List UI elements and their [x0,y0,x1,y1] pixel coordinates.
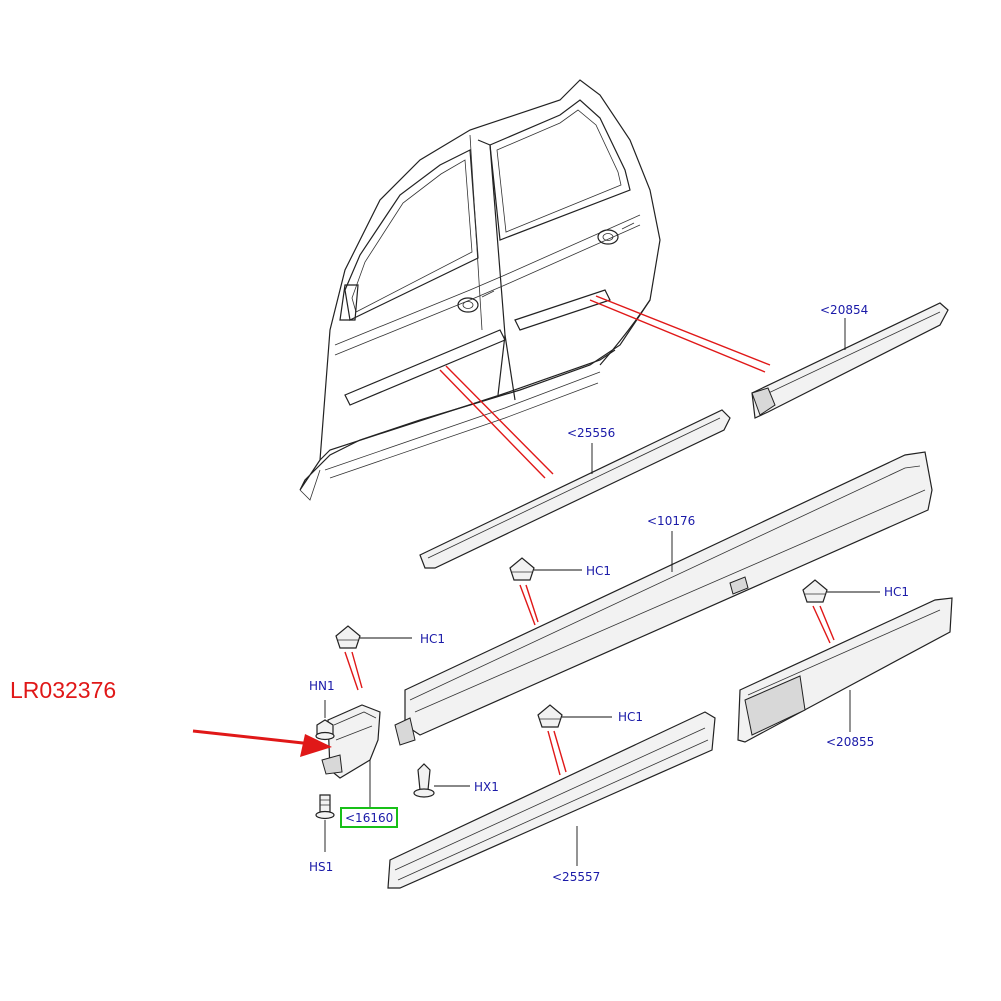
clip-hc1-lower [537,704,563,728]
callout-16160: <16160 [345,811,393,825]
car-body-illustration [299,79,661,501]
callout-25557: <25557 [552,870,600,884]
callout-25556: <25556 [567,426,615,440]
callout-hc1-upper: HC1 [586,564,611,578]
screw-hs1 [315,794,335,820]
leader-red-rear-moulding [589,299,766,373]
part-number: LR032376 [10,677,116,703]
clip-hc1-left [335,625,361,649]
callout-20854: <20854 [820,303,868,317]
sill-panel [394,451,933,746]
callout-hx1: HX1 [474,780,499,794]
rear-door-moulding [751,302,949,419]
leader-red-front-moulding [439,369,546,479]
leader-red-rear-moulding-2 [595,295,771,366]
callout-hc1-rear: HC1 [884,585,909,599]
callout-hc1-left: HC1 [420,632,445,646]
callout-hn1: HN1 [309,679,335,693]
clip-hc1-upper [509,557,535,581]
callout-10176: <10176 [647,514,695,528]
front-door-moulding [419,409,731,569]
callout-20855: <20855 [826,735,874,749]
fastener-hx1 [413,763,435,798]
clip-hc1-rear [802,579,828,603]
red-pointer-arrow [192,729,332,757]
callout-hs1: HS1 [309,860,333,874]
rear-quarter-moulding [737,597,953,743]
leader-red-front-moulding-2 [445,365,554,475]
mud-flap-part [321,704,381,779]
highlight-box [340,807,398,828]
lower-front-moulding [387,711,716,889]
callout-hc1-lower: HC1 [618,710,643,724]
nut-hn1 [315,719,335,741]
